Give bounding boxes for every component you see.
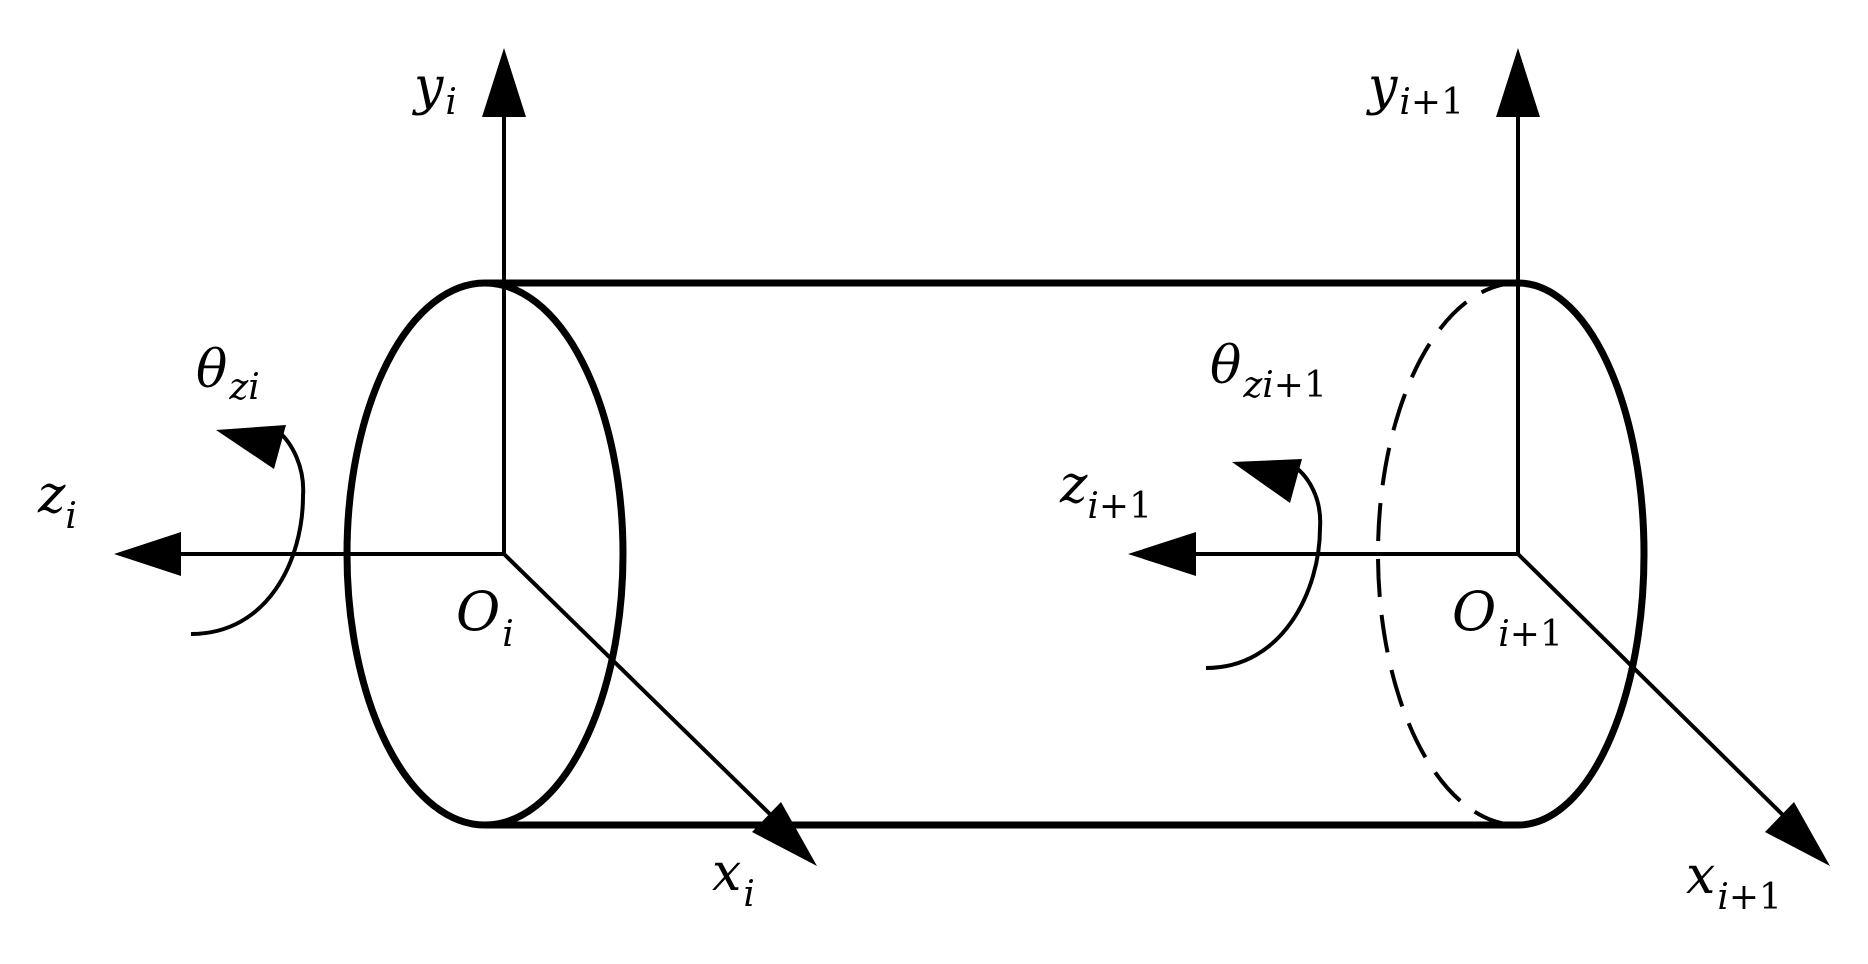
label-theta-zi: θzi: [196, 340, 260, 408]
frame-i1-axes: [1128, 48, 1830, 866]
label-o-i: Oi: [456, 580, 514, 655]
x-i1-axis: [1516, 552, 1792, 824]
frame-i-axes: [114, 48, 817, 866]
label-x-i1: xi+1: [1686, 846, 1782, 918]
right-end-front-arc: [1517, 279, 1648, 829]
label-y-i: yi: [412, 57, 457, 123]
label-x-i: xi: [712, 843, 755, 915]
z-i1-arrowhead: [1128, 532, 1196, 576]
z-i-arrowhead: [114, 532, 181, 576]
theta-zi-rotation-arc: [190, 429, 306, 636]
y-i1-arrowhead: [1496, 48, 1540, 117]
theta-zi1-arrowhead: [1232, 459, 1302, 503]
theta-zi-arrowhead: [216, 425, 286, 469]
label-y-i1: yi+1: [1366, 57, 1464, 123]
right-end-hidden-arc: [1376, 281, 1519, 827]
x-i-axis: [502, 552, 780, 824]
x-i1-arrowhead: [1765, 802, 1830, 866]
label-o-i1: Oi+1: [1452, 580, 1563, 655]
label-theta-zi1: θzi+1: [1210, 336, 1327, 406]
label-z-i: zi: [37, 465, 77, 537]
axis-labels: yi yi+1 θzi θzi+1 zi zi+1 Oi Oi+1: [37, 57, 1782, 918]
label-z-i1: zi+1: [1059, 455, 1152, 527]
x-i-arrowhead: [752, 802, 817, 866]
theta-zi1-rotation-arc: [1205, 464, 1323, 670]
y-i-arrowhead: [482, 48, 526, 117]
